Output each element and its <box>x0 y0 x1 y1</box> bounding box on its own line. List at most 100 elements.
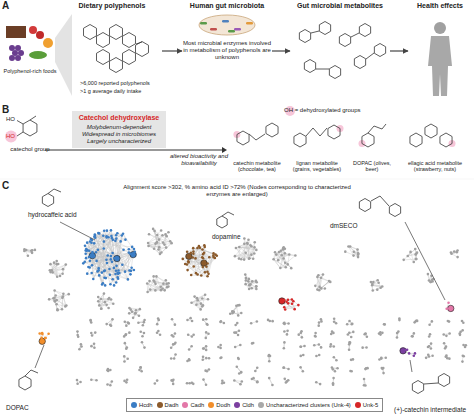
sequence-node <box>76 379 79 382</box>
sequence-node <box>204 271 207 274</box>
sequence-node <box>314 332 317 335</box>
sequence-node <box>119 240 122 243</box>
sequence-node <box>67 293 70 296</box>
sequence-node <box>188 348 191 351</box>
sequence-cluster <box>331 366 339 372</box>
sequence-node <box>148 280 151 283</box>
sequence-cluster <box>147 228 173 256</box>
sequence-cluster <box>202 318 209 326</box>
sequence-node <box>201 248 204 251</box>
sequence-node <box>239 383 242 386</box>
sequence-node <box>76 330 79 333</box>
sequence-node <box>219 357 222 360</box>
sequence-node <box>198 245 201 248</box>
sequence-node <box>111 278 114 281</box>
characterized-enzyme-node <box>279 298 285 304</box>
similarity-edge <box>52 269 63 270</box>
sequence-node <box>428 323 431 326</box>
similarity-edge <box>253 242 255 259</box>
sequence-node <box>208 256 211 259</box>
sequence-node <box>283 323 286 326</box>
sequence-node <box>287 299 290 302</box>
sequence-node <box>128 331 131 334</box>
sequence-node <box>156 323 159 326</box>
sequence-node <box>462 355 465 358</box>
chemical-bond <box>30 116 36 120</box>
sequence-node <box>148 233 151 236</box>
sequence-node <box>248 288 251 291</box>
sequence-node <box>134 312 137 315</box>
similarity-edge <box>269 355 271 357</box>
sequence-node <box>202 347 205 350</box>
sequence-node <box>61 272 64 275</box>
similarity-edge <box>155 231 160 254</box>
similarity-edge <box>161 243 171 252</box>
sequence-node <box>363 333 366 336</box>
sequence-node <box>108 268 111 271</box>
sequence-node <box>186 250 189 253</box>
sequence-node <box>41 333 44 336</box>
sequence-node <box>357 252 360 255</box>
sequence-cluster <box>450 249 459 258</box>
sequence-node <box>91 264 94 267</box>
sequence-node <box>429 281 432 284</box>
sequence-node <box>414 248 417 251</box>
sequence-cluster <box>267 319 274 323</box>
sequence-cluster <box>349 370 353 373</box>
sequence-node <box>164 279 167 282</box>
sequence-node <box>409 251 412 254</box>
sequence-node <box>244 251 247 254</box>
sequence-node <box>104 284 107 287</box>
sequence-node <box>244 283 247 286</box>
sequence-node <box>147 245 150 248</box>
similarity-edge <box>202 295 205 307</box>
sequence-node <box>461 329 464 332</box>
sequence-cluster <box>346 320 354 326</box>
chemical-bond <box>17 132 23 136</box>
sequence-node <box>105 304 108 307</box>
sequence-node <box>413 332 416 335</box>
sequence-cluster <box>233 379 243 385</box>
sequence-node <box>146 291 149 294</box>
similarity-edge <box>107 231 118 274</box>
sequence-node <box>251 342 254 345</box>
sequence-cluster <box>229 304 243 317</box>
sequence-node <box>195 303 198 306</box>
sequence-node <box>347 245 350 248</box>
sequence-node <box>402 259 405 262</box>
sequence-node <box>94 331 97 334</box>
sequence-node <box>152 279 155 282</box>
sequence-cluster <box>315 354 320 358</box>
similarity-edge <box>415 320 417 321</box>
sequence-node <box>102 282 105 285</box>
sequence-node <box>128 269 131 272</box>
similarity-edge <box>274 259 281 268</box>
similarity-edge <box>203 348 205 349</box>
sequence-cluster <box>90 378 98 381</box>
similarity-edge <box>92 252 130 254</box>
sequence-cluster <box>234 322 238 327</box>
sequence-cluster <box>398 317 401 321</box>
chemical-bond <box>368 126 374 133</box>
sequence-node <box>201 297 204 300</box>
benzene-ring <box>299 30 310 43</box>
sequence-node <box>139 330 142 333</box>
sequence-node <box>292 300 295 303</box>
sequence-node <box>123 335 126 338</box>
sequence-cluster <box>447 320 451 323</box>
sequence-node <box>38 332 41 335</box>
sequence-node <box>350 359 353 362</box>
similarity-edge <box>123 234 135 252</box>
similarity-edge <box>149 241 171 246</box>
benzene-ring <box>425 124 437 138</box>
benzene-ring <box>97 50 110 65</box>
sequence-node <box>317 324 320 327</box>
similarity-edge <box>239 247 253 259</box>
similarity-edge <box>52 265 66 271</box>
similarity-edge <box>198 258 215 274</box>
sequence-node <box>239 344 242 347</box>
sequence-node <box>250 322 253 325</box>
sequence-node <box>237 314 240 317</box>
sequence-node <box>192 334 195 337</box>
